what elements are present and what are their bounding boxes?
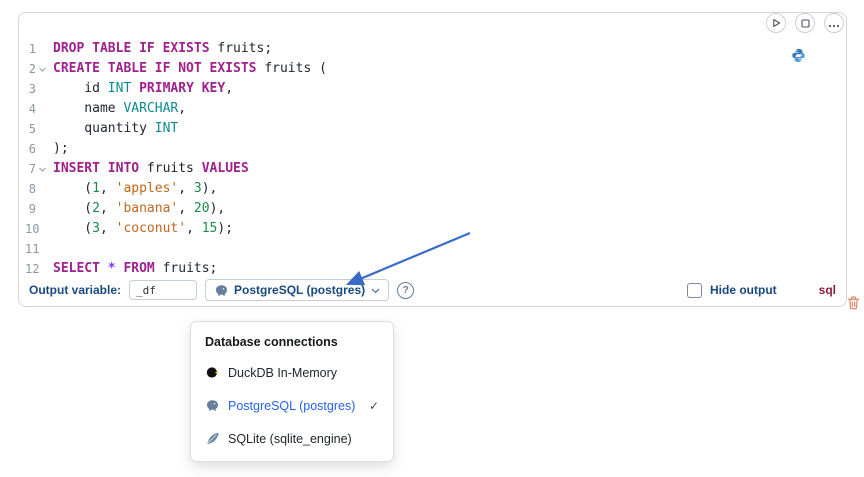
line-number: 10 (25, 222, 40, 236)
output-variable-input[interactable] (129, 280, 198, 300)
code-line[interactable]: (3, 'coconut', 15); (53, 221, 234, 236)
connection-dropdown-button[interactable]: PostgreSQL (postgres) (205, 279, 390, 301)
menu-item-label: DuckDB In-Memory (228, 365, 338, 380)
database-connections-menu: Database connections DuckDB In-Memory Po… (190, 321, 394, 462)
menu-item-label: SQLite (sqlite_engine) (228, 431, 352, 446)
line-number: 6 (28, 142, 36, 156)
hide-output-label: Hide output (710, 283, 777, 297)
line-number: 9 (28, 202, 36, 216)
line-number: 2 (28, 62, 36, 76)
code-line[interactable]: (2, 'banana', 20), (53, 201, 226, 216)
trash-icon (847, 296, 860, 314)
help-icon[interactable]: ? (397, 281, 415, 299)
line-number: 1 (28, 42, 36, 56)
play-icon (771, 16, 781, 31)
line-number: 7 (28, 162, 36, 176)
language-badge[interactable]: sql (818, 283, 836, 297)
square-icon (800, 16, 810, 31)
code-line[interactable]: quantity INT (53, 121, 179, 136)
footer-right-group: Hide output sql (687, 282, 836, 298)
connection-label: PostgreSQL (postgres) (234, 283, 366, 297)
line-number: 3 (28, 82, 36, 96)
cell-toolbar (766, 13, 844, 33)
code-line[interactable]: SELECT * FROM fruits; (53, 261, 218, 276)
code-line[interactable]: id INT PRIMARY KEY, (53, 81, 234, 96)
code-line[interactable]: ); (53, 141, 69, 156)
postgresql-elephant-icon (214, 284, 228, 297)
stop-button[interactable] (795, 13, 815, 33)
menu-item-label: PostgreSQL (postgres) (228, 398, 356, 413)
fold-chevron-icon[interactable] (36, 65, 49, 74)
fold-chevron-icon[interactable] (36, 165, 49, 174)
code-line[interactable]: DROP TABLE IF EXISTS fruits; (53, 41, 273, 56)
sqlite-feather-icon (205, 432, 219, 445)
more-options-button[interactable] (824, 13, 844, 33)
line-number: 4 (28, 102, 36, 116)
check-icon: ✓ (368, 398, 379, 413)
cell-footer: Output variable: PostgreSQL (postgres) ?… (19, 276, 846, 304)
code-line[interactable] (53, 239, 840, 259)
line-number: 12 (25, 262, 40, 276)
run-button[interactable] (766, 13, 786, 33)
delete-cell-button[interactable] (847, 296, 860, 315)
postgresql-elephant-icon (205, 399, 219, 412)
ellipsis-icon (828, 16, 840, 31)
output-variable-label: Output variable: (29, 283, 122, 297)
code-line[interactable]: (1, 'apples', 3), (53, 181, 218, 196)
code-line[interactable]: name VARCHAR, (53, 101, 187, 116)
menu-item-sqlite[interactable]: SQLite (sqlite_engine) (191, 422, 393, 455)
python-logo-icon[interactable] (791, 48, 806, 68)
menu-item-postgresql[interactable]: PostgreSQL (postgres) ✓ (191, 389, 393, 422)
duckdb-icon (205, 366, 219, 379)
code-line[interactable]: CREATE TABLE IF NOT EXISTS fruits ( (53, 61, 327, 76)
line-number: 11 (25, 242, 40, 256)
line-number: 8 (28, 182, 36, 196)
code-line[interactable]: INSERT INTO fruits VALUES (53, 161, 249, 176)
hide-output-checkbox[interactable] (687, 282, 702, 298)
chevron-down-icon (371, 283, 380, 297)
line-number: 5 (28, 122, 36, 136)
menu-item-duckdb[interactable]: DuckDB In-Memory (191, 356, 393, 389)
menu-header: Database connections (205, 335, 338, 349)
code-area[interactable]: DROP TABLE IF EXISTS fruits; CREATE TABLE… (53, 39, 840, 279)
